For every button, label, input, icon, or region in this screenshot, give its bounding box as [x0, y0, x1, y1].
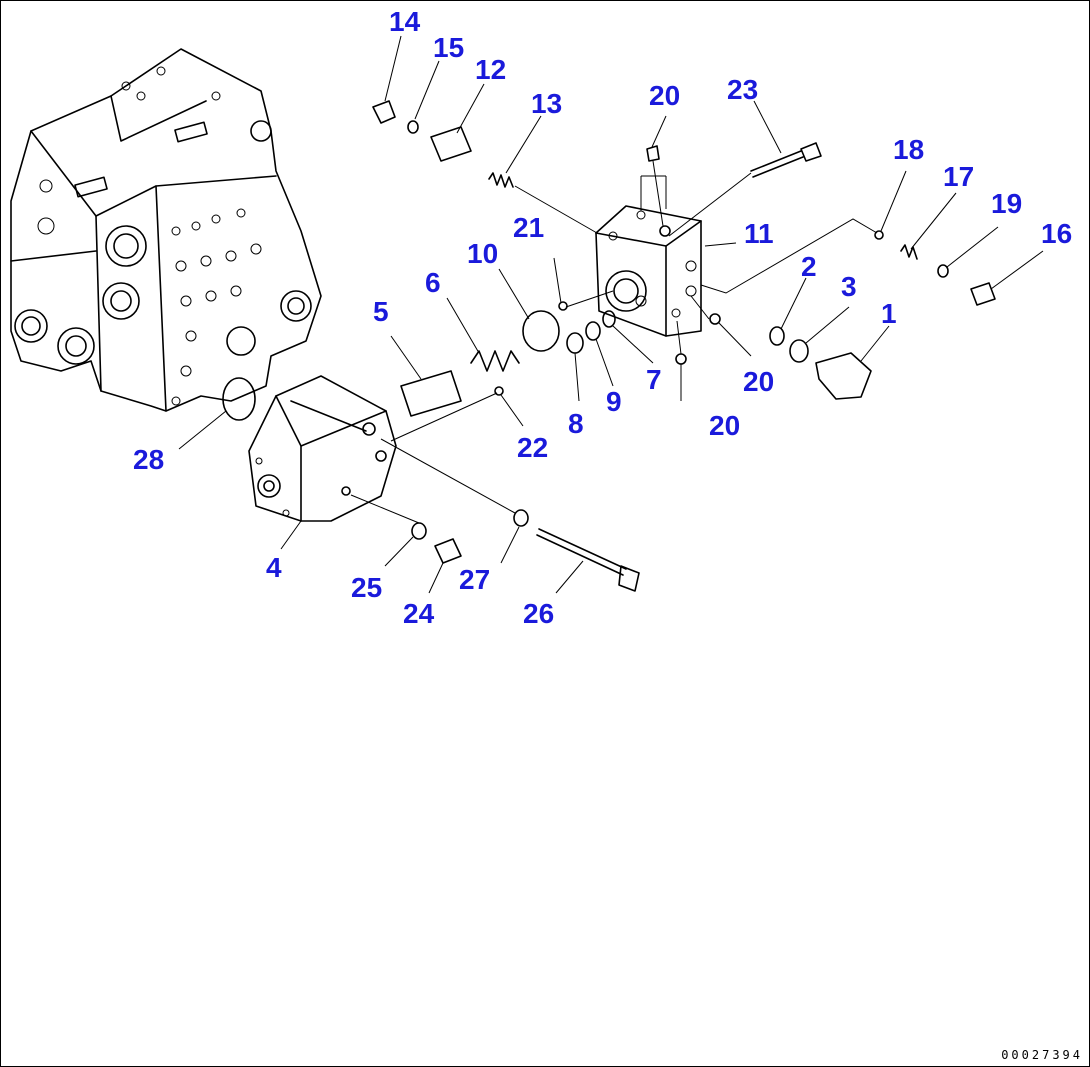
part-17-spring — [900, 244, 918, 260]
part-22-ball — [494, 386, 504, 396]
part-2-o-ring — [769, 326, 785, 346]
callout-11: 11 — [744, 218, 774, 249]
callout-7: 7 — [646, 364, 662, 395]
callout-3: 3 — [841, 271, 857, 302]
part-26-pin — [536, 528, 640, 592]
callout-19: 19 — [991, 188, 1022, 219]
callout-20b: 20 — [743, 366, 774, 397]
drawing-number: 00027394 — [1001, 1048, 1083, 1062]
callout-2: 2 — [801, 251, 817, 282]
callout-14: 14 — [389, 6, 421, 37]
callout-22: 22 — [517, 432, 548, 463]
callout-12: 12 — [475, 54, 506, 85]
part-19-o-ring — [937, 264, 949, 278]
callout-labels: 1 2 3 4 5 6 7 8 9 10 11 12 13 14 15 16 1… — [133, 6, 1072, 629]
callout-25: 25 — [351, 572, 382, 603]
part-13-spring — [488, 172, 514, 188]
callout-13: 13 — [531, 88, 562, 119]
part-20-plug-right — [709, 313, 721, 325]
part-18-ball — [874, 230, 884, 240]
callout-5: 5 — [373, 296, 389, 327]
callout-20c: 20 — [709, 410, 740, 441]
callout-27: 27 — [459, 564, 490, 595]
callout-16: 16 — [1041, 218, 1072, 249]
part-16-plug — [970, 282, 996, 306]
part-14-plug — [372, 100, 396, 124]
part-20-plug-block — [659, 225, 671, 237]
part-27-o-ring — [513, 509, 529, 527]
callout-6: 6 — [425, 267, 441, 298]
part-3-o-ring — [789, 339, 809, 363]
callout-9: 9 — [606, 386, 622, 417]
part-7-seal — [602, 310, 616, 328]
part-28-gasket — [222, 377, 256, 421]
callout-24: 24 — [403, 598, 435, 629]
callout-17: 17 — [943, 161, 974, 192]
part-15-o-ring — [407, 120, 419, 134]
main-valve-body — [10, 48, 322, 412]
callout-21: 21 — [513, 212, 544, 243]
part-25-ball — [411, 522, 427, 540]
callout-28: 28 — [133, 444, 164, 475]
part-21-fitting — [558, 301, 568, 311]
part-6-spring — [470, 350, 520, 372]
part-10-o-ring — [522, 310, 560, 352]
leader-lines — [178, 35, 1044, 594]
part-24-plug — [434, 538, 462, 564]
part-23-bolt — [750, 142, 822, 178]
callout-26: 26 — [523, 598, 554, 629]
callout-8: 8 — [568, 408, 584, 439]
part-20-plug-top — [646, 145, 660, 162]
callout-23: 23 — [727, 74, 758, 105]
part-9-seal — [585, 321, 601, 341]
callout-4: 4 — [266, 552, 282, 583]
part-5-piston — [400, 370, 462, 417]
callout-20a: 20 — [649, 80, 680, 111]
part-8-seal — [566, 332, 584, 354]
callout-1: 1 — [881, 298, 897, 329]
callout-15: 15 — [433, 32, 464, 63]
callout-18: 18 — [893, 134, 924, 165]
part-11-valve-block — [595, 205, 702, 337]
part-4-housing — [248, 375, 397, 522]
part-12-cartridge — [430, 126, 472, 162]
callout-10: 10 — [467, 238, 498, 269]
part-20-plug-bottom — [675, 353, 687, 365]
part-1-cartridge — [815, 352, 872, 400]
